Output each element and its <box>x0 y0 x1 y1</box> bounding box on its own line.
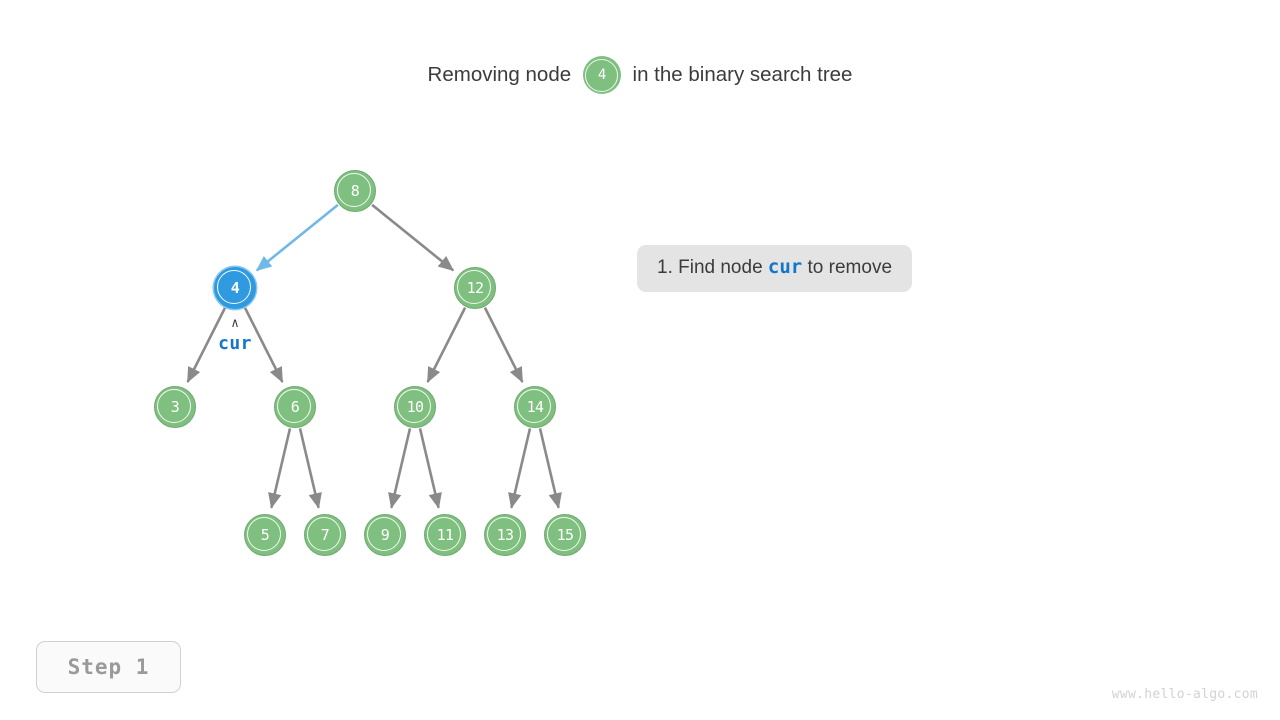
tree-node-12[interactable]: 12 <box>454 267 496 309</box>
tree-node-ring <box>397 389 431 423</box>
tree-edge <box>371 203 455 272</box>
tree-node-15[interactable]: 15 <box>544 514 586 556</box>
tree-node-14[interactable]: 14 <box>514 386 556 428</box>
watermark: www.hello-algo.com <box>1111 687 1258 702</box>
tree-node-7[interactable]: 7 <box>304 514 346 556</box>
title-prefix: Removing node <box>427 63 572 86</box>
tree-node-label: 7 <box>320 526 330 544</box>
tree-node-ring <box>217 270 251 304</box>
annotation-keyword: cur <box>767 256 803 278</box>
tree-node-label: 15 <box>556 526 574 544</box>
tree-node-ring <box>307 517 341 551</box>
step-badge: Step 1 <box>36 641 181 693</box>
tree-node-ring <box>337 173 371 207</box>
title-suffix: in the binary search tree <box>632 63 853 86</box>
tree-node-ring <box>247 517 281 551</box>
tree-node-ring <box>487 517 521 551</box>
tree-node-label: 11 <box>436 526 454 544</box>
tree-node-ring <box>427 517 461 551</box>
title-node-value: 4 <box>597 67 606 83</box>
tree-node-11[interactable]: 11 <box>424 514 466 556</box>
page-title: Removing node 4 in the binary search tre… <box>0 56 1280 94</box>
step-annotation-box: 1. Find node cur to remove <box>637 245 913 292</box>
tree-node-4[interactable]: 4 <box>214 267 256 309</box>
tree-node-6[interactable]: 6 <box>274 386 316 428</box>
tree-node-3[interactable]: 3 <box>154 386 196 428</box>
tree-node-label: 13 <box>496 526 514 544</box>
tree-node-label: 6 <box>290 398 300 416</box>
tree-node-13[interactable]: 13 <box>484 514 526 556</box>
tree-edge <box>538 428 562 509</box>
tree-node-label: 3 <box>170 398 180 416</box>
tree-node-label: 8 <box>350 182 360 200</box>
tree-node-ring <box>367 517 401 551</box>
cur-pointer: ∧ cur <box>208 316 262 354</box>
tree-edge <box>426 307 467 383</box>
caret-icon: ∧ <box>231 316 239 331</box>
tree-node-label: 5 <box>260 526 270 544</box>
tree-edge <box>388 428 412 509</box>
tree-node-8[interactable]: 8 <box>334 170 376 212</box>
tree-node-ring <box>517 389 551 423</box>
tree-node-label: 10 <box>406 398 424 416</box>
tree-node-label: 9 <box>380 526 390 544</box>
tree-node-5[interactable]: 5 <box>244 514 286 556</box>
tree-node-10[interactable]: 10 <box>394 386 436 428</box>
annotation-suffix: to remove <box>807 257 893 278</box>
tree-node-9[interactable]: 9 <box>364 514 406 556</box>
tree-edge <box>483 307 524 383</box>
title-node-badge: 4 <box>582 56 621 94</box>
tree-edge <box>418 428 442 509</box>
tree-node-label: 12 <box>466 279 484 297</box>
tree-node-ring <box>547 517 581 551</box>
tree-edge <box>298 428 322 509</box>
tree-node-label: 4 <box>230 279 240 297</box>
tree-node-label: 14 <box>526 398 544 416</box>
tree-node-ring <box>277 389 311 423</box>
cur-pointer-label: cur <box>218 333 252 354</box>
tree-edge <box>255 203 339 272</box>
tree-node-ring <box>457 270 491 304</box>
tree-node-ring <box>157 389 191 423</box>
annotation-prefix: 1. Find node <box>657 257 763 278</box>
tree-edge <box>508 428 532 509</box>
tree-edge <box>268 428 292 509</box>
